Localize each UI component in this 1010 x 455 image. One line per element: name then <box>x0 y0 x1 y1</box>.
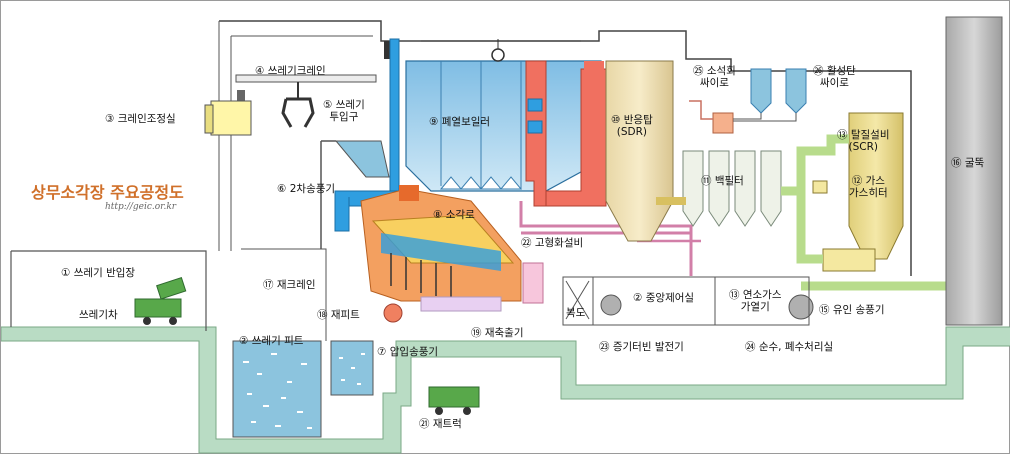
label-water-treatment: ㉔ 순수, 폐수처리실 <box>745 341 834 353</box>
label-ash-crane: ⑰ 재크레인 <box>263 279 316 291</box>
label-activated-carbon-silo: ㉖ 활성탄 싸이로 <box>813 65 856 90</box>
label-garbage-pit: ② 쓰레기 피트 <box>239 335 304 347</box>
label-flue-gas-heater: ⑬ 연소가스 가열기 <box>729 289 782 314</box>
label-corridor: 복도 <box>566 307 586 319</box>
label-inlet: ⑤ 쓰레기 투입구 <box>323 99 365 124</box>
label-receiving-area: ① 쓰레기 반입장 <box>61 267 136 279</box>
label-reactor: ⑩ 반응탑 (SDR) <box>611 114 653 139</box>
label-gas-heater: ⑫ 가스 가스히터 <box>849 175 888 200</box>
label-scr: ⑬ 탈질설비 (SCR) <box>837 129 890 154</box>
label-control-room: ② 중앙제어실 <box>633 292 695 304</box>
ash-truck-drawing <box>428 386 480 415</box>
label-waste-heat-boiler: ⑨ 폐열보일러 <box>429 116 491 128</box>
label-ash-truck: ㉑ 재트럭 <box>419 418 462 430</box>
label-ash-pit: ⑱ 재피트 <box>317 309 360 321</box>
label-steam-turbine: ㉓ 증기터빈 발전기 <box>599 341 684 353</box>
label-induced-draft-fan: ⑮ 유인 송풍기 <box>819 304 885 316</box>
label-crane-control-room: ③ 크레인조정실 <box>105 113 176 125</box>
label-garbage-truck: 쓰레기차 <box>79 309 118 321</box>
scr-unit <box>848 112 904 260</box>
label-secondary-blower: ⑥ 2차송풍기 <box>277 183 336 195</box>
source-url: http://geic.or.kr <box>105 202 177 212</box>
label-lime-silo: ㉕ 소석회 싸이로 <box>693 65 736 90</box>
ground <box>1 326 1010 454</box>
garbage-truck-drawing <box>134 277 187 325</box>
label-garbage-crane: ④ 쓰레기크레인 <box>255 65 326 77</box>
label-stack: ⑯ 굴뚝 <box>951 157 985 169</box>
label-incinerator: ⑧ 소각로 <box>433 209 475 221</box>
label-ash-conveyor: ⑲ 재축출기 <box>471 327 524 339</box>
stack-drawing <box>945 16 1003 326</box>
reactor <box>605 60 674 242</box>
label-forced-draft-fan: ⑦ 압입송풍기 <box>377 346 439 358</box>
label-solidification: ㉒ 고형화설비 <box>521 237 584 249</box>
diagram-title: 상무소각장 주요공정도 <box>31 183 184 202</box>
label-bag-filter: ⑪ 백필터 <box>701 175 744 187</box>
